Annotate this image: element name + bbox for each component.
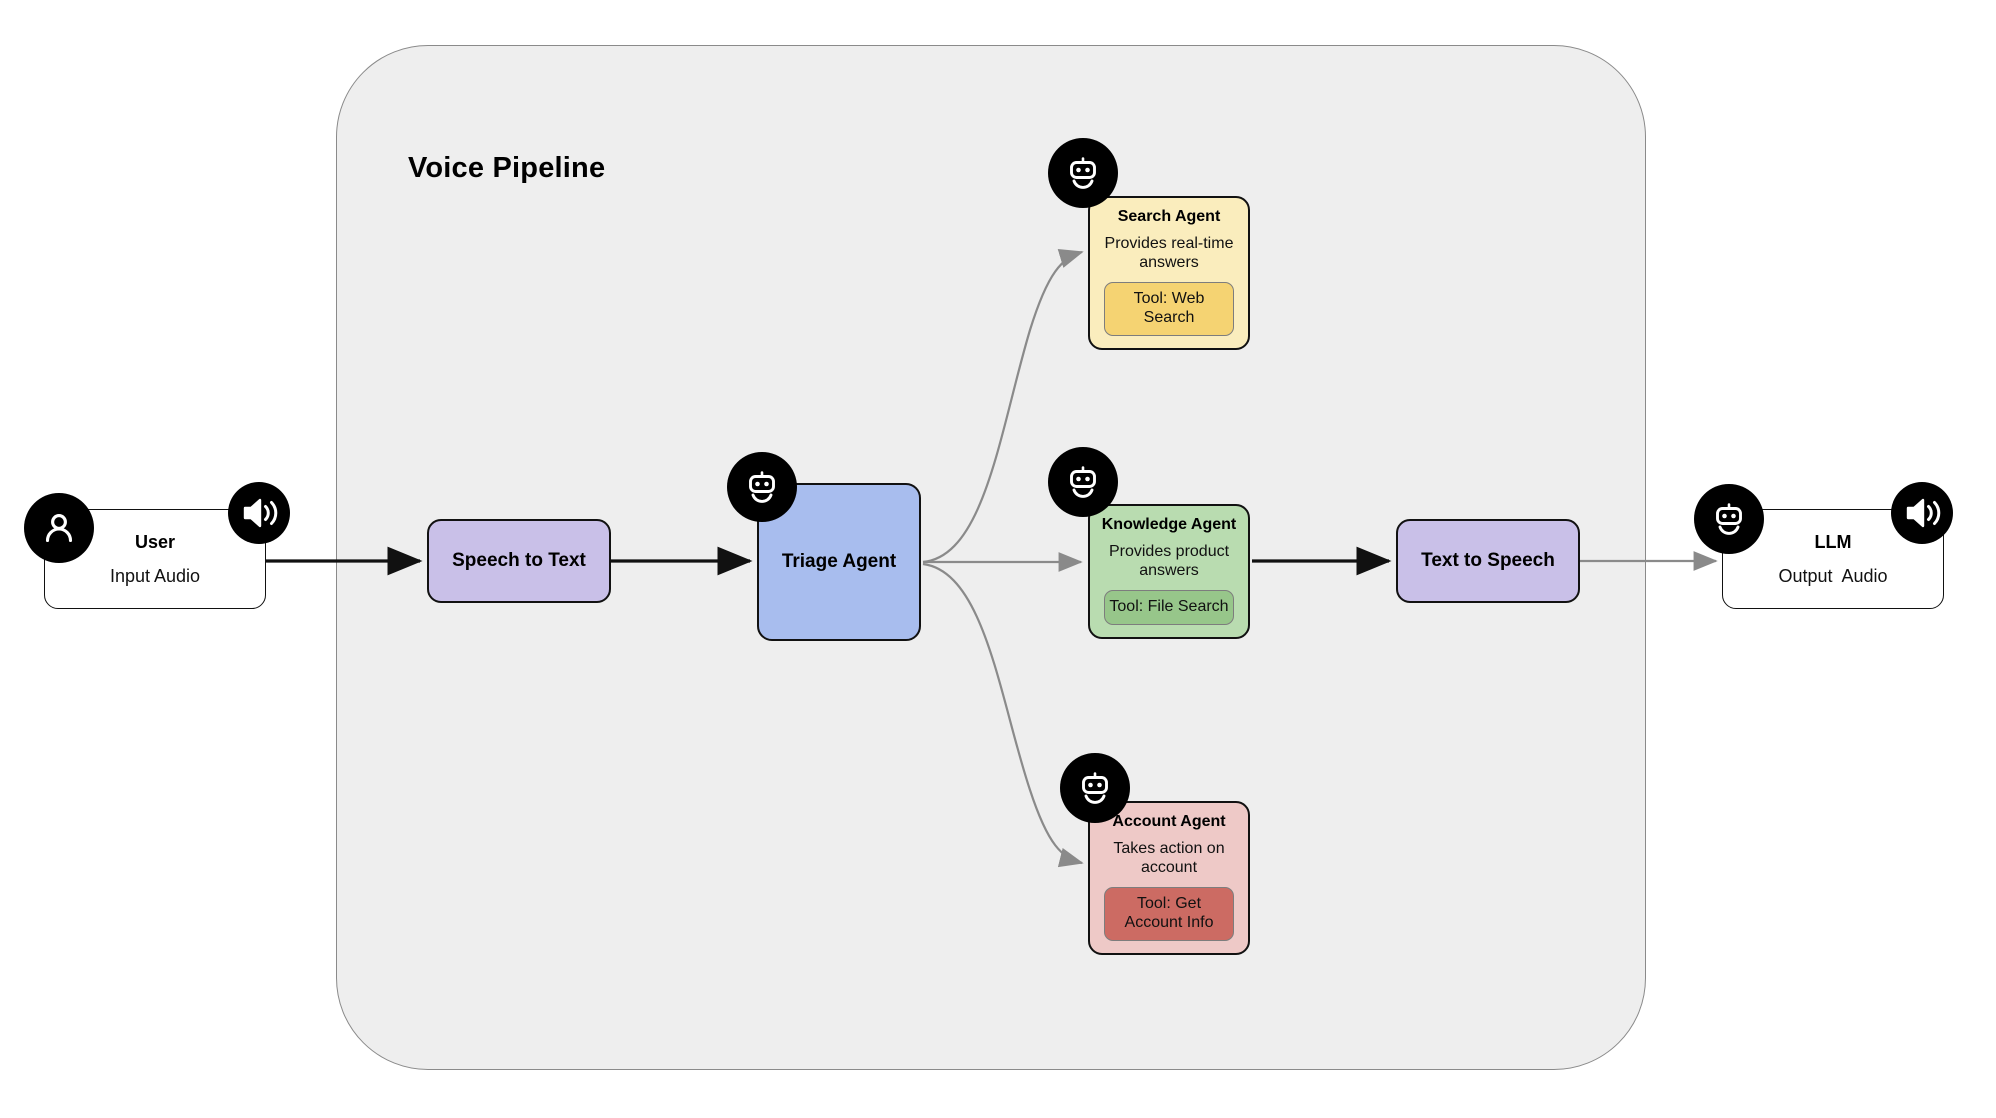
speaker-icon	[228, 482, 290, 544]
robot-icon	[1060, 753, 1130, 823]
robot-icon	[1048, 447, 1118, 517]
person-icon	[24, 493, 94, 563]
agent-card-account-tool: Tool: Get Account Info	[1104, 887, 1234, 941]
agent-card-search-title: Search Agent	[1117, 208, 1221, 225]
node-triage-agent-label: Triage Agent	[781, 551, 897, 572]
agent-card-account-title: Account Agent	[1112, 813, 1226, 830]
agent-card-search: Search Agent Provides real-time answers …	[1088, 196, 1250, 350]
agent-card-account: Account Agent Takes action on account To…	[1088, 801, 1250, 955]
voice-pipeline-title: Voice Pipeline	[408, 152, 606, 184]
agent-card-search-description: Provides real-time answers	[1104, 235, 1234, 272]
robot-icon	[727, 452, 797, 522]
node-text-to-speech: Text to Speech	[1396, 519, 1580, 603]
llm-node-title: LLM	[1814, 531, 1852, 552]
robot-icon	[1048, 138, 1118, 208]
node-text-to-speech-label: Text to Speech	[1421, 550, 1555, 571]
user-node-subtitle: Input Audio	[109, 565, 201, 586]
llm-node-subtitle: Output Audio	[1778, 565, 1888, 586]
speaker-icon	[1891, 482, 1953, 544]
user-node-title: User	[134, 531, 176, 552]
node-speech-to-text: Speech to Text	[427, 519, 611, 603]
agent-card-knowledge-title: Knowledge Agent	[1101, 516, 1237, 533]
agent-card-knowledge: Knowledge Agent Provides product answers…	[1088, 504, 1250, 640]
node-triage-agent: Triage Agent	[757, 483, 921, 641]
robot-icon	[1694, 484, 1764, 554]
node-speech-to-text-label: Speech to Text	[452, 550, 586, 571]
agent-card-search-tool: Tool: Web Search	[1104, 282, 1234, 336]
agent-card-knowledge-tool: Tool: File Search	[1104, 590, 1234, 626]
agent-card-account-description: Takes action on account	[1113, 840, 1225, 877]
agent-card-knowledge-description: Provides product answers	[1108, 543, 1230, 580]
